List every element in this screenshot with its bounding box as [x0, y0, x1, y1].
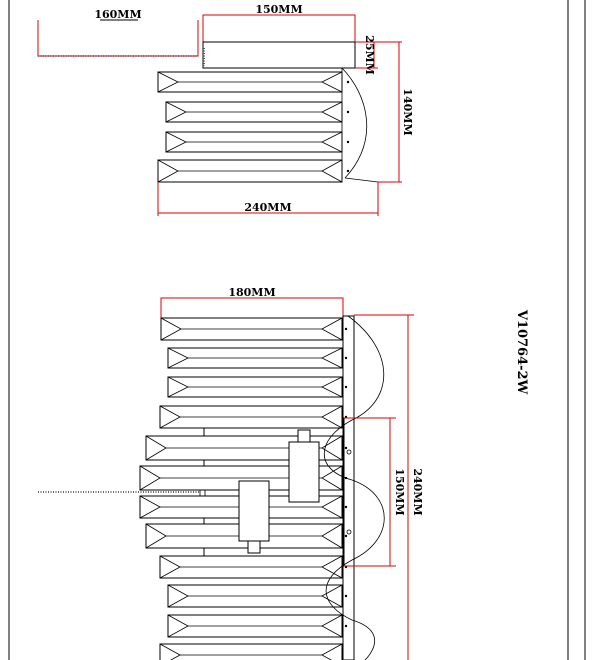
- top-crystal-1: [157, 71, 343, 93]
- top-dim-chain-label: 160MM: [94, 8, 141, 21]
- front-view: 180MM: [38, 286, 424, 660]
- top-view-chain: [37, 19, 199, 57]
- front-dim-180-lines: [160, 297, 344, 318]
- front-view-back-strip: [342, 315, 355, 660]
- front-crystal-1: [160, 317, 343, 341]
- top-dim-base-label: 150MM: [255, 3, 302, 16]
- front-dim-240-label: 240MM: [411, 468, 424, 515]
- front-crystal-2: [167, 347, 343, 369]
- top-dim-140-lines: [378, 41, 402, 183]
- top-dim-140-label: 140MM: [401, 88, 414, 135]
- front-dim-150-label: 150MM: [393, 468, 406, 515]
- top-crystal-3: [165, 131, 343, 153]
- front-mount-hole-2: [346, 529, 352, 535]
- front-view-hooks: [344, 327, 348, 628]
- top-dim-240-lines: [157, 182, 379, 216]
- front-crystal-3: [167, 376, 343, 398]
- model-code-label: V10764-2W: [514, 309, 529, 395]
- front-view-socket-upper: [288, 429, 320, 503]
- top-view-crystals: [157, 71, 350, 183]
- top-dim-25-label: 25MM: [363, 35, 376, 75]
- top-view-base-plate: [202, 41, 356, 69]
- top-dim-240-label: 240MM: [244, 201, 291, 214]
- top-dim-150-lines: [202, 14, 356, 42]
- front-crystal-12: [159, 643, 343, 660]
- drawing-frame: [8, 0, 586, 660]
- front-view-wavy-outline: [324, 315, 385, 660]
- front-crystal-10: [167, 584, 343, 608]
- front-dim-180-label: 180MM: [228, 286, 275, 299]
- front-view-socket-lower: [238, 480, 270, 554]
- front-mount-hole-1: [346, 449, 352, 455]
- top-crystal-4: [157, 159, 343, 183]
- top-view-curved-arm: [341, 67, 368, 179]
- front-crystal-9: [159, 555, 343, 579]
- top-dim-25-lines: [355, 41, 378, 69]
- front-crystal-11: [167, 614, 343, 638]
- front-crystal-4: [159, 405, 343, 429]
- top-view: 160MM 150MM 25MM 140MM: [37, 3, 414, 216]
- front-dim-150-lines: [344, 417, 396, 567]
- top-crystal-2: [165, 101, 343, 123]
- front-dim-240-lines: [354, 314, 414, 660]
